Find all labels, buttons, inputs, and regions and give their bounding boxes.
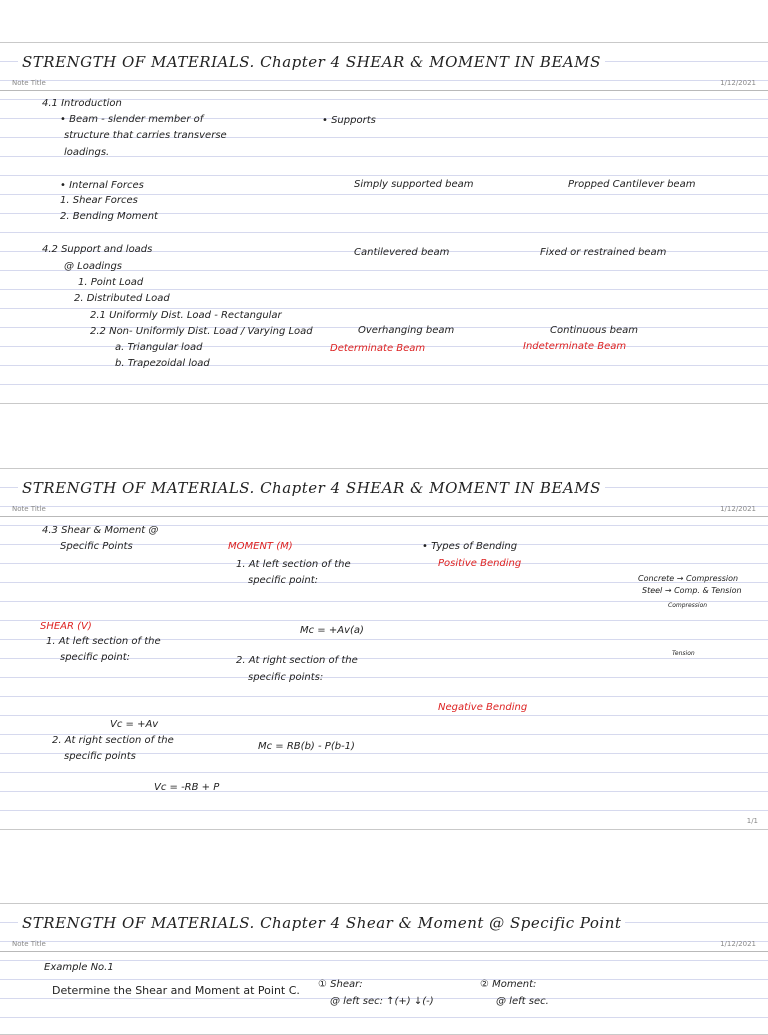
note-line: 1. Point Load xyxy=(78,277,144,288)
page-title: STRENGTH OF MATERIALS. Chapter 4 Shear &… xyxy=(18,914,626,932)
title-divider xyxy=(0,90,768,91)
note-line: 4.1 Introduction xyxy=(42,98,122,109)
note-line: specific point: xyxy=(60,652,130,663)
note-line: MOMENT (M) xyxy=(228,541,293,552)
note-line: ② Moment: xyxy=(480,979,537,990)
note-line: specific point: xyxy=(248,575,318,586)
note-line: 2. Bending Moment xyxy=(60,211,158,222)
note-line: Indeterminate Beam xyxy=(523,341,627,352)
notes-page-1: STRENGTH OF MATERIALS. Chapter 4 SHEAR &… xyxy=(0,42,768,404)
page-date: 1/12/2021 xyxy=(720,79,756,87)
note-line: Concrete → Compression xyxy=(638,574,739,583)
title-divider xyxy=(0,951,768,952)
note-line: @ left sec. xyxy=(496,996,549,1007)
note-line: @ Loadings xyxy=(64,261,123,272)
note-line: Vc = +Av xyxy=(110,719,159,730)
notes-page-3: STRENGTH OF MATERIALS. Chapter 4 Shear &… xyxy=(0,903,768,1035)
note-line: 2. At right section of the xyxy=(52,735,174,746)
page-title: STRENGTH OF MATERIALS. Chapter 4 SHEAR &… xyxy=(18,53,605,71)
note-line: Mc = RB(b) - P(b-1) xyxy=(258,741,355,752)
note-line: • Internal Forces xyxy=(60,180,144,191)
note-line: a. Triangular load xyxy=(115,342,203,353)
note-line: Determine the Shear and Moment at Point … xyxy=(52,984,300,997)
note-line: Mc = +Av(a) xyxy=(300,625,364,636)
note-line: 2.1 Uniformly Dist. Load - Rectangular xyxy=(90,310,282,321)
note-line: specific points: xyxy=(248,672,324,683)
note-line: 4.2 Support and loads xyxy=(42,244,153,255)
note-line: 4.3 Shear & Moment @ xyxy=(42,525,159,536)
note-line: b. Trapezoidal load xyxy=(115,358,210,369)
page-title: STRENGTH OF MATERIALS. Chapter 4 SHEAR &… xyxy=(18,479,605,497)
note-line: 1. Shear Forces xyxy=(60,195,138,206)
page-date: 1/12/2021 xyxy=(720,940,756,948)
note-line: • Supports xyxy=(322,115,376,126)
note-line: Overhanging beam xyxy=(358,325,455,336)
note-line: Propped Cantilever beam xyxy=(568,179,696,190)
note-line: Positive Bending xyxy=(438,558,522,569)
note-line: 2. At right section of the xyxy=(236,655,358,666)
note-line: Example No.1 xyxy=(44,962,114,973)
notes-page-2: STRENGTH OF MATERIALS. Chapter 4 SHEAR &… xyxy=(0,468,768,830)
note-line: loadings. xyxy=(64,147,110,158)
note-line: Compression xyxy=(668,602,708,609)
note-line: structure that carries transverse xyxy=(64,130,227,141)
note-line: • Types of Bending xyxy=(422,541,518,552)
note-line: Vc = -RB + P xyxy=(154,782,220,793)
note-line: Steel → Comp. & Tension xyxy=(642,586,742,595)
note-line: 1. At left section of the xyxy=(46,636,161,647)
note-line: SHEAR (V) xyxy=(40,621,92,632)
note-title-label: Note Title xyxy=(12,79,46,87)
title-divider xyxy=(0,516,768,517)
note-line: ① Shear: xyxy=(318,979,363,990)
note-line: @ left sec: ↑(+) ↓(-) xyxy=(330,996,434,1007)
page-date: 1/12/2021 xyxy=(720,505,756,513)
note-line: Cantilevered beam xyxy=(354,247,450,258)
note-line: Continuous beam xyxy=(550,325,639,336)
note-line: 2. Distributed Load xyxy=(74,293,170,304)
note-title-label: Note Title xyxy=(12,940,46,948)
page-indicator: 1/1 xyxy=(746,817,758,825)
note-line: • Beam - slender member of xyxy=(60,114,204,125)
note-line: Negative Bending xyxy=(438,702,528,713)
note-line: Fixed or restrained beam xyxy=(540,247,667,258)
note-line: Tension xyxy=(672,650,695,657)
note-line: specific points xyxy=(64,751,136,762)
note-line: Simply supported beam xyxy=(354,179,474,190)
note-line: 1. At left section of the xyxy=(236,559,351,570)
note-line: Specific Points xyxy=(60,541,133,552)
note-line: Determinate Beam xyxy=(330,343,426,354)
note-title-label: Note Title xyxy=(12,505,46,513)
note-line: 2.2 Non- Uniformly Dist. Load / Varying … xyxy=(90,326,313,337)
